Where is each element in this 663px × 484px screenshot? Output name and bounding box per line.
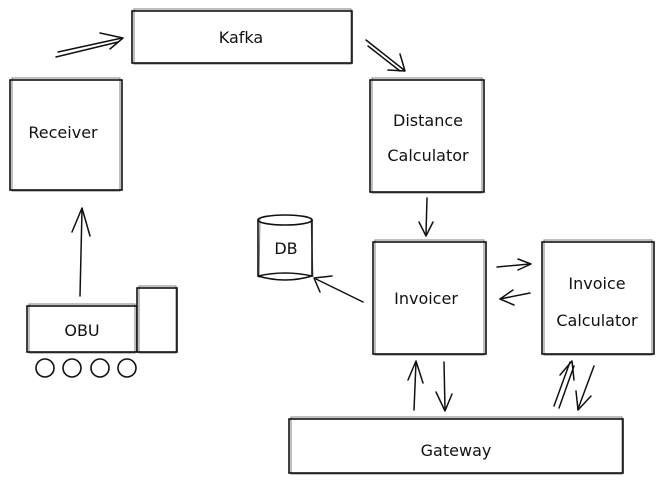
arrow-invoice-calculator-to-invoicer [499, 289, 531, 306]
invoice-calculator-label-line1: Invoice [568, 274, 625, 293]
db-label: DB [274, 239, 297, 258]
arrow-distance-calculator-to-invoicer [418, 197, 434, 237]
invoice-calculator-node: Invoice Calculator [541, 239, 655, 356]
receiver-label: Receiver [28, 123, 98, 142]
arrow-obu-to-receiver [71, 207, 91, 297]
arrow-kafka-to-distance-calculator [365, 39, 406, 72]
arrow-receiver-to-kafka [55, 32, 124, 58]
truck-wheel [117, 358, 137, 378]
receiver-node: Receiver [9, 77, 123, 192]
distance-calculator-node: Distance Calculator [369, 77, 485, 194]
arrow-invoicer-to-gateway [435, 361, 453, 412]
arrow-invoicer-to-db [313, 275, 364, 303]
distance-calculator-label-line1: Distance [393, 111, 463, 130]
kafka-node: Kafka [131, 8, 353, 65]
truck-wheel [90, 358, 110, 378]
invoice-calculator-label-line2: Calculator [556, 311, 638, 330]
arrow-invoice-calculator-to-gateway [575, 365, 595, 411]
arrow-invoicer-to-invoice-calculator [496, 258, 532, 271]
kafka-label: Kafka [219, 28, 263, 47]
arrow-gateway-to-invoicer [407, 360, 424, 411]
invoicer-node: Invoicer [372, 239, 487, 356]
invoicer-label: Invoicer [394, 289, 458, 308]
db-node: DB [257, 214, 314, 281]
truck-wheel [62, 358, 82, 378]
arrow-gateway-to-invoice-calculator [553, 360, 575, 409]
truck-cab [136, 287, 178, 353]
distance-calculator-label-line2: Calculator [387, 146, 469, 165]
obu-node: OBU [26, 285, 178, 378]
gateway-node: Gateway [288, 416, 624, 475]
gateway-label: Gateway [421, 441, 492, 460]
truck-wheel [35, 358, 55, 378]
obu-label: OBU [64, 321, 99, 340]
